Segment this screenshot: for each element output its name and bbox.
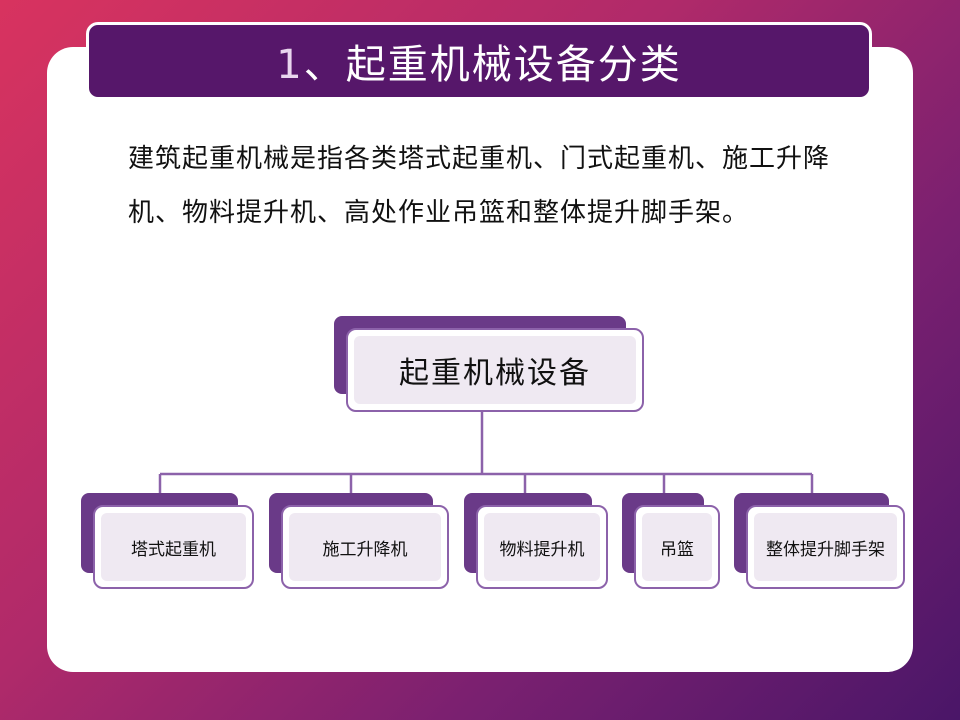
title-number: 1: [276, 42, 304, 88]
child-node-gondola: 吊篮: [622, 493, 720, 589]
child-node-label: 物料提升机: [484, 513, 600, 581]
child-node-label: 整体提升脚手架: [754, 513, 897, 581]
root-node-label: 起重机械设备: [354, 336, 636, 404]
child-node-tower-crane: 塔式起重机: [81, 493, 254, 589]
title-label: 、起重机械设备分类: [303, 42, 682, 88]
slide-title: 1、起重机械设备分类: [276, 32, 681, 90]
title-bar: 1、起重机械设备分类: [86, 22, 872, 100]
intro-paragraph: 建筑起重机械是指各类塔式起重机、门式起重机、施工升降机、物料提升机、高处作业吊篮…: [128, 144, 831, 228]
child-node-label: 塔式起重机: [101, 513, 246, 581]
root-node: 起重机械设备: [334, 316, 644, 412]
child-node-construction-hoist: 施工升降机: [269, 493, 449, 589]
child-node-climbing-scaffold: 整体提升脚手架: [734, 493, 905, 589]
child-node-label: 施工升降机: [289, 513, 441, 581]
child-node-label: 吊篮: [642, 513, 712, 581]
child-node-material-hoist: 物料提升机: [464, 493, 608, 589]
